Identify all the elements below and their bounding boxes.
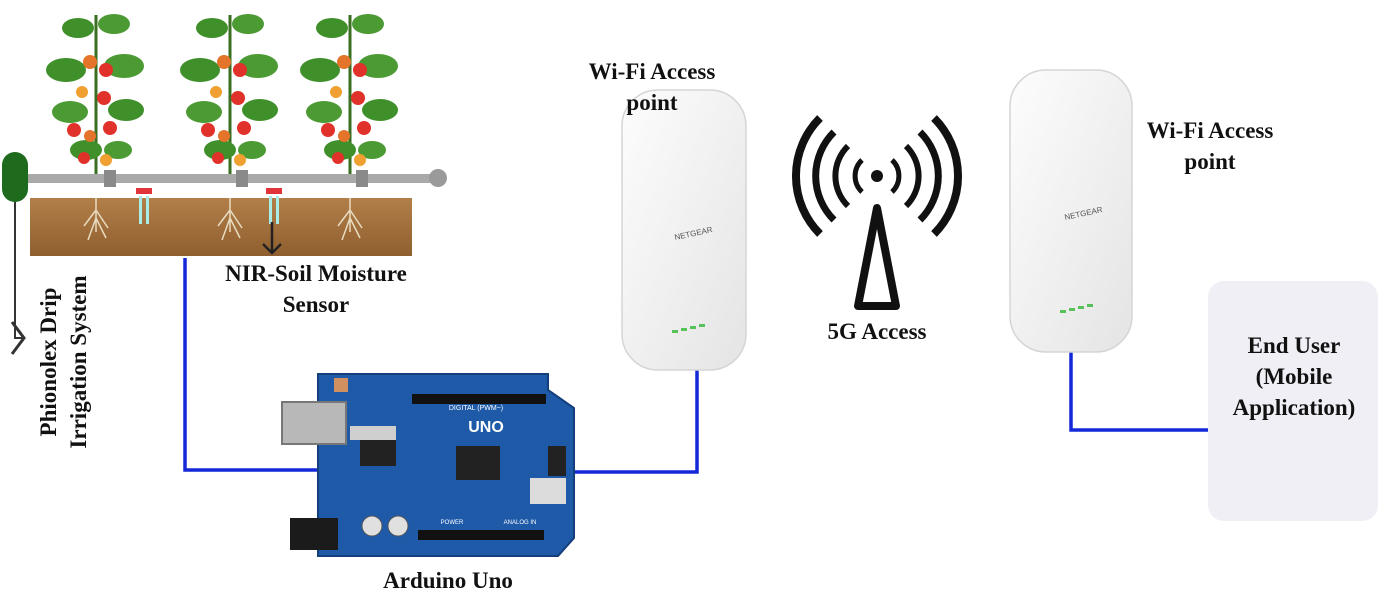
nir-sensor-label: NIR-Soil Moisture Sensor	[198, 258, 434, 320]
wire-arduino-to-ap	[568, 346, 699, 474]
tomato-plant-icon	[46, 14, 144, 180]
wifi-ap-1-label-line1: Wi-Fi Access	[588, 59, 716, 84]
soil-bed	[30, 198, 412, 256]
end-user-box	[1208, 281, 1378, 521]
board-digital-header-text: DIGITAL (PWM~)	[449, 405, 503, 412]
tomato-plant-icon	[300, 14, 398, 180]
5g-tower-icon	[791, 115, 963, 310]
board-model-text: UNO	[468, 419, 504, 436]
wifi-ap-2-label: Wi-Fi Access point	[1130, 115, 1290, 177]
wire-ap-to-enduser	[1069, 330, 1210, 432]
wifi-ap-2-label-line2: point	[1184, 149, 1236, 174]
wires	[183, 258, 1210, 474]
sensor-pointer-arrow	[262, 222, 282, 255]
wifi-access-point-icon: NETGEAR	[621, 89, 747, 371]
end-user-label: End User (Mobile Application)	[1212, 330, 1376, 423]
pipe-end-cap	[429, 169, 447, 187]
pipe-connector	[356, 170, 368, 187]
tomato-plant-icon	[180, 14, 278, 180]
pipe-connector	[104, 170, 116, 187]
pipe-connector	[236, 170, 248, 187]
wire-sensor-to-arduino	[183, 258, 322, 472]
drip-pipe	[22, 174, 440, 183]
drip-system-label: Phionolex Drip Irrigation System	[34, 262, 94, 462]
arduino-label: Arduino Uno	[383, 568, 513, 593]
nir-sensor-label-line1: NIR-Soil Moisture	[225, 261, 407, 286]
end-user-label-line2: (Mobile	[1255, 364, 1333, 389]
drip-system-label-line2: Irrigation System	[66, 275, 91, 449]
soil-sensor-icon	[136, 188, 152, 224]
wifi-ap-1-label: Wi-Fi Access point	[572, 56, 732, 118]
board-analog-header-text: ANALOG IN	[504, 520, 537, 526]
end-user-label-line1: End User	[1247, 333, 1341, 358]
wifi-ap-1-label-line2: point	[626, 90, 678, 115]
board-power-header-text: POWER	[441, 520, 464, 526]
drip-emitter-icon	[2, 152, 28, 355]
arduino-board-icon: UNO DIGITAL (PWM~) ANALOG IN POWER	[281, 373, 575, 557]
nir-sensor-label-line2: Sensor	[282, 292, 350, 317]
wifi-access-point-icon: NETGEAR	[1009, 69, 1133, 353]
drip-system-label-line1: Phionolex Drip	[36, 287, 61, 437]
soil-sensor-icon	[266, 188, 282, 224]
5g-access-label: 5G Access	[827, 319, 927, 344]
wifi-ap-2-label-line1: Wi-Fi Access	[1146, 118, 1274, 143]
plant-roots	[83, 198, 363, 241]
end-user-label-line3: Application)	[1232, 395, 1356, 420]
